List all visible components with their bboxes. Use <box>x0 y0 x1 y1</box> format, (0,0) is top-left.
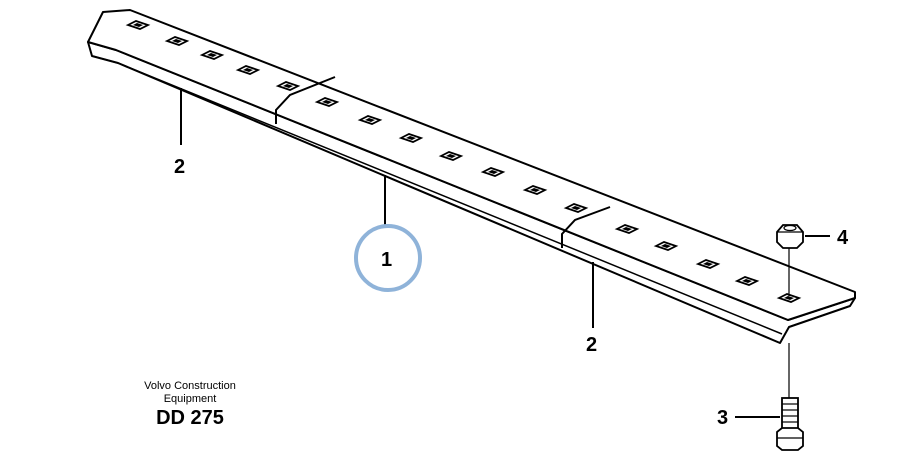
bolt-hole-inner <box>742 279 752 283</box>
bolt-hole-inner <box>406 136 416 140</box>
edge-bevel-line <box>91 55 783 335</box>
bolt-hole-inner <box>703 262 713 266</box>
callout-2-label-left: 2 <box>174 156 185 178</box>
drawing-caption: Volvo Construction Equipment DD 275 <box>128 380 252 430</box>
joint-left <box>275 76 336 124</box>
bolt-hole-inner <box>530 188 540 192</box>
bolt-hole-inner <box>322 100 332 104</box>
bolt-icon <box>776 397 804 451</box>
callout-3-label: 3 <box>717 407 728 429</box>
callout-2-label-right: 2 <box>586 334 597 356</box>
bolt-hole-inner <box>571 206 581 210</box>
leader-lines <box>180 88 830 418</box>
edge-top-face <box>87 9 856 321</box>
callout-4-label: 4 <box>837 227 849 249</box>
callout-1-label: 1 <box>381 249 392 271</box>
cutting-edge-assembly <box>87 9 856 344</box>
segment-joints <box>275 76 611 248</box>
bolt-hole-inner <box>784 296 794 300</box>
edge-end-bevel <box>788 305 851 328</box>
bolt-holes <box>125 20 802 303</box>
drawing-code: DD 275 <box>156 407 224 429</box>
bolt-hole-inner <box>446 154 456 158</box>
company-name-line2: Equipment <box>163 393 217 405</box>
bolt-hole-inner <box>488 170 498 174</box>
nut-icon <box>776 224 804 249</box>
callout-1-highlight-ring <box>354 224 422 292</box>
joint-right <box>561 206 611 248</box>
bolt-hole-inner <box>283 84 293 88</box>
company-name-line1: Volvo Construction <box>144 380 236 392</box>
bolt-hole-inner <box>661 244 671 248</box>
bolt-hole-inner <box>207 53 217 57</box>
bolt-hole-inner <box>172 39 182 43</box>
bolt-hole-inner <box>133 23 143 27</box>
bolt-hole-inner <box>243 68 253 72</box>
bolt-hole-inner <box>365 118 375 122</box>
hardware <box>776 224 804 451</box>
bolt-hole-inner <box>622 227 632 231</box>
